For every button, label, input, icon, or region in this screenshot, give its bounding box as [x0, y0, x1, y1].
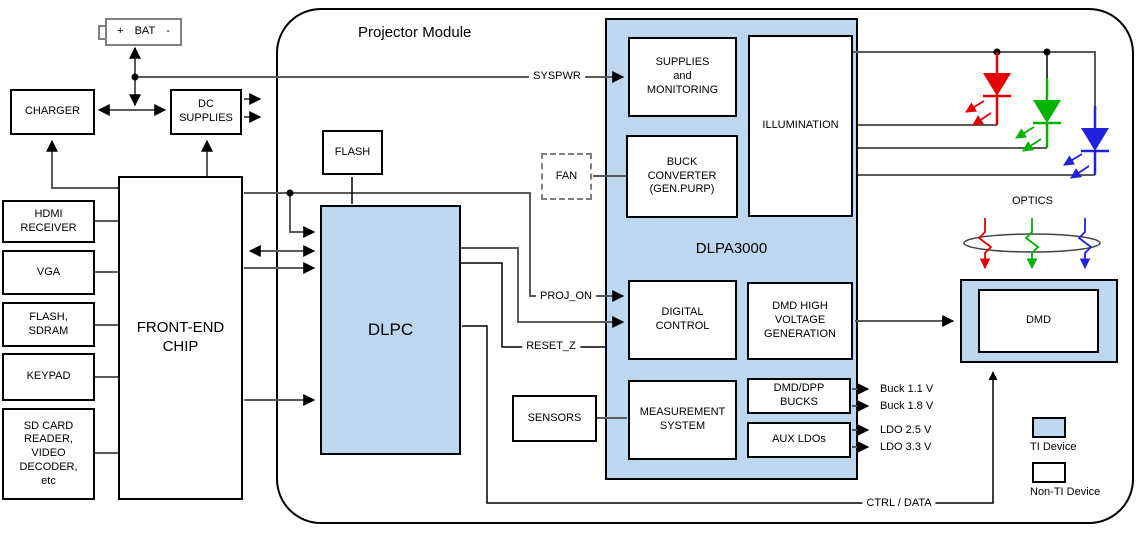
peripheral-hdmi-box: HDMI RECEIVER: [2, 200, 95, 243]
dmd-hv-generation-box: DMD HIGH VOLTAGE GENERATION: [747, 282, 853, 360]
illumination-box: ILLUMINATION: [748, 35, 853, 217]
buck-1v1-label: Buck 1.1 V: [880, 383, 934, 395]
peripheral-sdcard-box: SD CARD READER, VIDEO DECODER, etc: [2, 408, 95, 500]
ldo-2v5-label: LDO 2.5 V: [880, 424, 932, 436]
dmd-inner-box: DMD: [978, 289, 1099, 353]
projector-module-title: Projector Module: [358, 24, 472, 41]
legend-ti-label: TI Device: [1030, 441, 1077, 453]
ctrl-data-label: CTRL / DATA: [862, 497, 936, 509]
ldo-3v3-label: LDO 3.3 V: [880, 441, 932, 453]
flash-box: FLASH: [322, 130, 383, 175]
peripheral-vga-box: VGA: [2, 250, 95, 295]
proj-on-label: PROJ_ON: [536, 290, 596, 302]
battery-box: + BAT -: [105, 18, 182, 46]
charger-box: CHARGER: [10, 89, 95, 135]
supplies-monitoring-box: SUPPLIES and MONITORING: [628, 37, 737, 117]
buck-converter-box: BUCK CONVERTER (GEN.PURP): [626, 135, 738, 218]
optics-label: OPTICS: [1012, 195, 1053, 207]
peripheral-keypad-box: KEYPAD: [2, 353, 95, 401]
battery-label: BAT: [134, 25, 156, 38]
legend-non-ti-swatch: [1032, 462, 1066, 483]
buck-1v8-label: Buck 1.8 V: [880, 400, 934, 412]
digital-control-box: DIGITAL CONTROL: [628, 280, 737, 360]
syspwr-label: SYSPWR: [529, 70, 585, 82]
battery-minus: -: [166, 25, 170, 38]
fan-box: FAN: [541, 153, 592, 200]
dc-supplies-box: DC SUPPLIES: [170, 89, 242, 135]
dlpc-box: DLPC: [320, 205, 461, 455]
dmd-dpp-bucks-box: DMD/DPP BUCKS: [747, 378, 851, 414]
battery-plus: +: [117, 25, 124, 38]
legend-ti-swatch: [1032, 417, 1066, 438]
dlpa3000-label: DLPA3000: [695, 240, 768, 257]
peripheral-wires: [95, 220, 118, 454]
front-end-chip-box: FRONT-END CHIP: [118, 176, 243, 500]
reset-z-label: RESET_Z: [522, 340, 580, 352]
measurement-system-box: MEASUREMENT SYSTEM: [628, 380, 737, 460]
peripheral-flash-sdram-box: FLASH, SDRAM: [2, 302, 95, 347]
legend-non-ti-label: Non-TI Device: [1030, 486, 1101, 498]
aux-ldos-box: AUX LDOs: [747, 422, 851, 458]
sensors-box: SENSORS: [512, 395, 597, 442]
